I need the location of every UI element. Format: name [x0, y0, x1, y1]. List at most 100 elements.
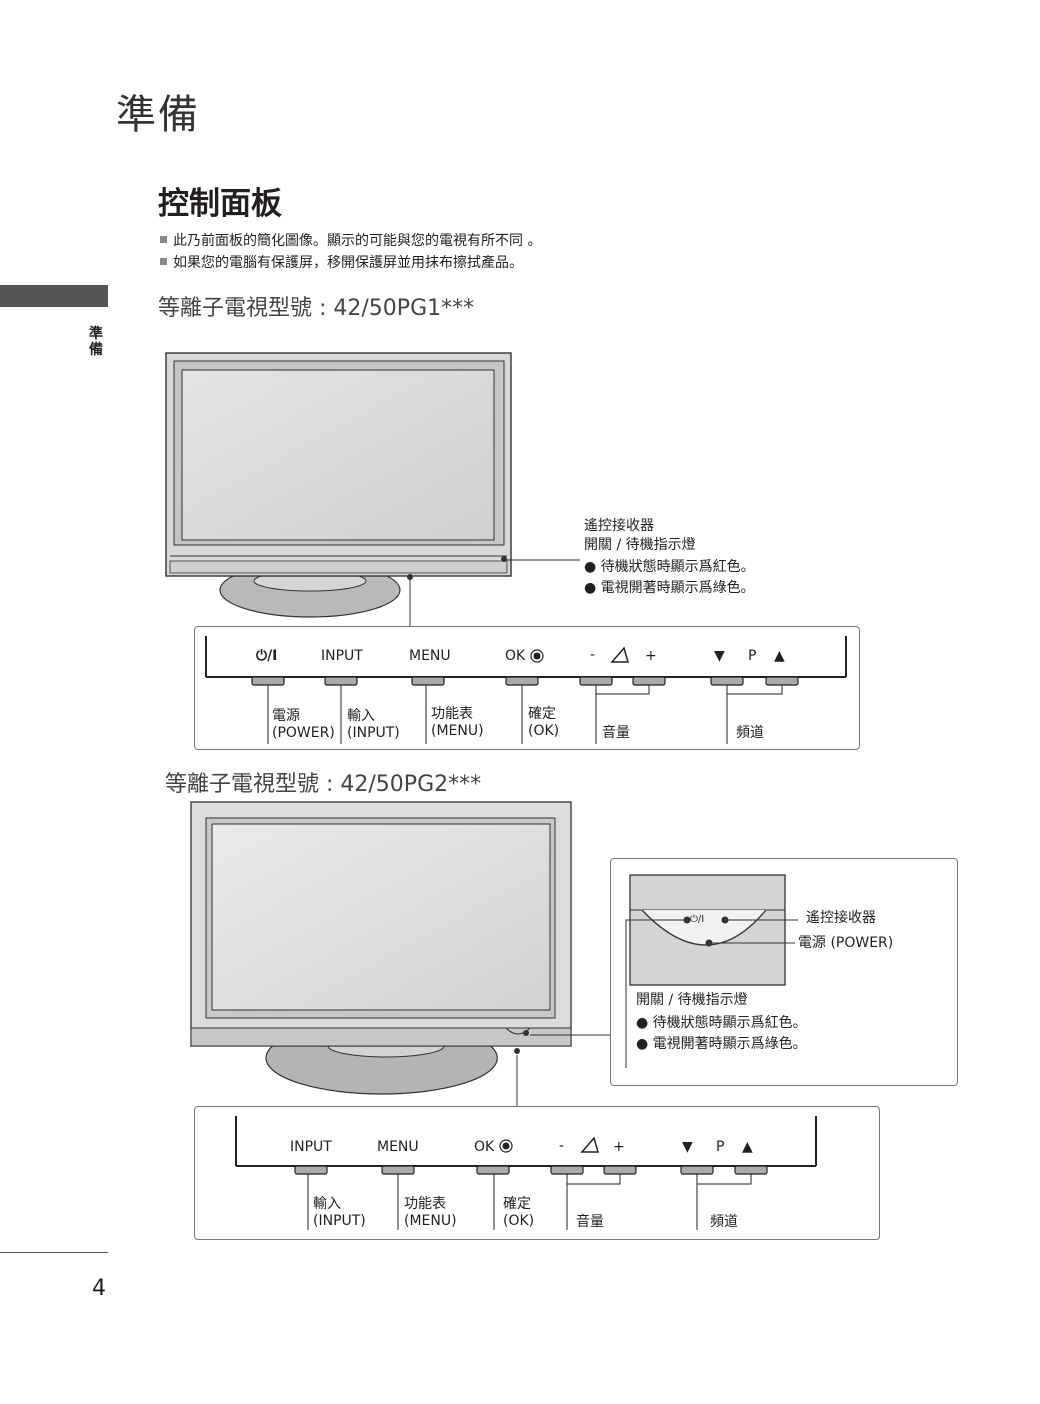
section-title: 控制面板 [158, 186, 282, 222]
tv-screen [211, 823, 551, 1011]
model2-inset-power-symbol: ⏻/I [690, 914, 705, 925]
model1-input-en: (INPUT) [347, 725, 400, 741]
model2-bullet-red: ● 待機狀態時顯示爲紅色。 [636, 1015, 807, 1031]
model2-input-zh: 輸入 [313, 1196, 341, 1212]
model2-menu-desc: 功能表(MENU) [404, 1196, 457, 1230]
model1-ch-label: P [748, 648, 757, 664]
ch-down-button [680, 1165, 714, 1175]
menu-button [411, 676, 445, 686]
model2-ok-label: OK [474, 1139, 495, 1155]
model1-ch-up-icon: ▲ [774, 648, 785, 664]
model1-remote-sensor-label: 遙控接收器 [584, 518, 654, 534]
model2-bullet-green: ● 電視開著時顯示爲綠色。 [636, 1036, 807, 1052]
model2-menu-label: MENU [377, 1139, 419, 1155]
model2-tv-illustration [190, 801, 572, 1095]
note-2-text: 如果您的電腦有保護屏，移開保護屏並用抹布擦拭產品。 [173, 255, 523, 271]
model2-volume-desc: 音量 [576, 1214, 604, 1230]
model2-ch-label: P [716, 1139, 725, 1155]
power-dot [705, 939, 713, 947]
page-number: 4 [92, 1276, 106, 1301]
model2-input-desc: 輸入(INPUT) [313, 1196, 366, 1230]
ch-down-button [710, 676, 744, 686]
indicator-dot [523, 1030, 529, 1036]
model1-ok-label: OK [505, 648, 526, 664]
model1-bullet-red: ● 待機狀態時顯示爲紅色。 [584, 559, 755, 575]
model1-power-zh: 電源 [272, 708, 300, 724]
model2-callout-lines [516, 1034, 610, 1108]
tv-screen [181, 369, 495, 541]
model2-input-en: (INPUT) [313, 1213, 366, 1229]
model2-ok-zh: 確定 [503, 1196, 531, 1212]
remote-sensor-dot [721, 916, 729, 924]
model1-vol-minus: - [590, 647, 596, 663]
model2-remote-sensor-label: 遙控接收器 [806, 910, 876, 926]
page-heading: 準備 [116, 92, 200, 138]
note-2: 如果您的電腦有保護屏，移開保護屏並用抹布擦拭產品。 [160, 252, 523, 272]
model2-menu-zh: 功能表 [404, 1196, 446, 1212]
model1-input-label: INPUT [321, 648, 363, 664]
bullet-square-icon [160, 235, 167, 243]
model1-callout-lines [409, 559, 580, 630]
model1-vol-plus: + [645, 648, 657, 664]
power-button [251, 676, 285, 686]
vol-up-button [632, 676, 666, 686]
panel-dot [514, 1048, 520, 1054]
model2-power-label: 電源 (POWER) [798, 935, 894, 951]
indicator-dot [683, 916, 691, 924]
model2-ok-en: (OK) [503, 1213, 535, 1229]
ch-up-button [734, 1165, 768, 1175]
model1-channel-desc: 頻道 [736, 725, 764, 741]
model1-panel-diagram [205, 636, 847, 744]
model1-input-zh: 輸入 [347, 708, 375, 724]
model1-power-en: (POWER) [272, 725, 335, 741]
model1-control-panel-box [194, 626, 860, 750]
model2-inset-diagram [625, 874, 798, 1068]
volume-icon [610, 646, 629, 663]
side-tab-label: 準備 [89, 326, 103, 358]
ok-ring-icon [499, 1139, 513, 1153]
note-1: 此乃前面板的簡化圖像。顯示的可能與您的電視有所不同 。 [160, 230, 541, 250]
model2-panel-diagram [235, 1116, 817, 1230]
model2-menu-en: (MENU) [404, 1213, 457, 1229]
model1-ok-desc: 確定(OK) [528, 706, 559, 740]
side-tab-bar [0, 285, 108, 307]
model1-menu-en: (MENU) [431, 723, 484, 739]
model1-indicator-label: 開關 / 待機指示燈 [584, 537, 696, 553]
input-button [324, 676, 358, 686]
model2-ch-down-icon: ▼ [682, 1139, 693, 1155]
note-1-text: 此乃前面板的簡化圖像。顯示的可能與您的電視有所不同 。 [173, 233, 542, 249]
model1-volume-desc: 音量 [602, 725, 630, 741]
model1-ok-zh: 確定 [528, 706, 556, 722]
footer-rule [0, 1252, 108, 1253]
model2-input-label: INPUT [290, 1139, 332, 1155]
bullet-square-icon [160, 257, 167, 265]
model1-tv-illustration [165, 352, 512, 618]
vol-down-button [550, 1165, 584, 1175]
model2-title: 等離子電視型號 : 42/50PG2*** [165, 772, 482, 797]
model1-bullet-green: ● 電視開著時顯示爲綠色。 [584, 580, 755, 596]
model1-menu-label: MENU [409, 648, 451, 664]
ok-button [505, 676, 539, 686]
model2-ch-up-icon: ▲ [742, 1139, 753, 1155]
model1-menu-desc: 功能表(MENU) [431, 706, 484, 740]
model2-indicator-label: 開關 / 待機指示燈 [636, 992, 748, 1008]
model2-vol-plus: + [613, 1139, 625, 1155]
volume-icon [580, 1136, 599, 1153]
model1-title: 等離子電視型號 : 42/50PG1*** [158, 296, 475, 321]
input-button [294, 1165, 328, 1175]
ok-button [476, 1165, 510, 1175]
ch-up-button [765, 676, 799, 686]
model1-menu-zh: 功能表 [431, 706, 473, 722]
model2-ok-desc: 確定(OK) [503, 1196, 534, 1230]
model2-channel-desc: 頻道 [710, 1214, 738, 1230]
vol-down-button [579, 676, 613, 686]
vol-up-button [603, 1165, 637, 1175]
model1-power-symbol: ⏻/I [256, 648, 278, 664]
ok-ring-icon [530, 649, 544, 663]
model1-input-desc: 輸入(INPUT) [347, 708, 400, 742]
model2-vol-minus: - [559, 1138, 565, 1154]
model1-ok-en: (OK) [528, 723, 560, 739]
model1-power-desc: 電源(POWER) [272, 708, 335, 742]
menu-button [381, 1165, 415, 1175]
model1-ch-down-icon: ▼ [714, 648, 725, 664]
